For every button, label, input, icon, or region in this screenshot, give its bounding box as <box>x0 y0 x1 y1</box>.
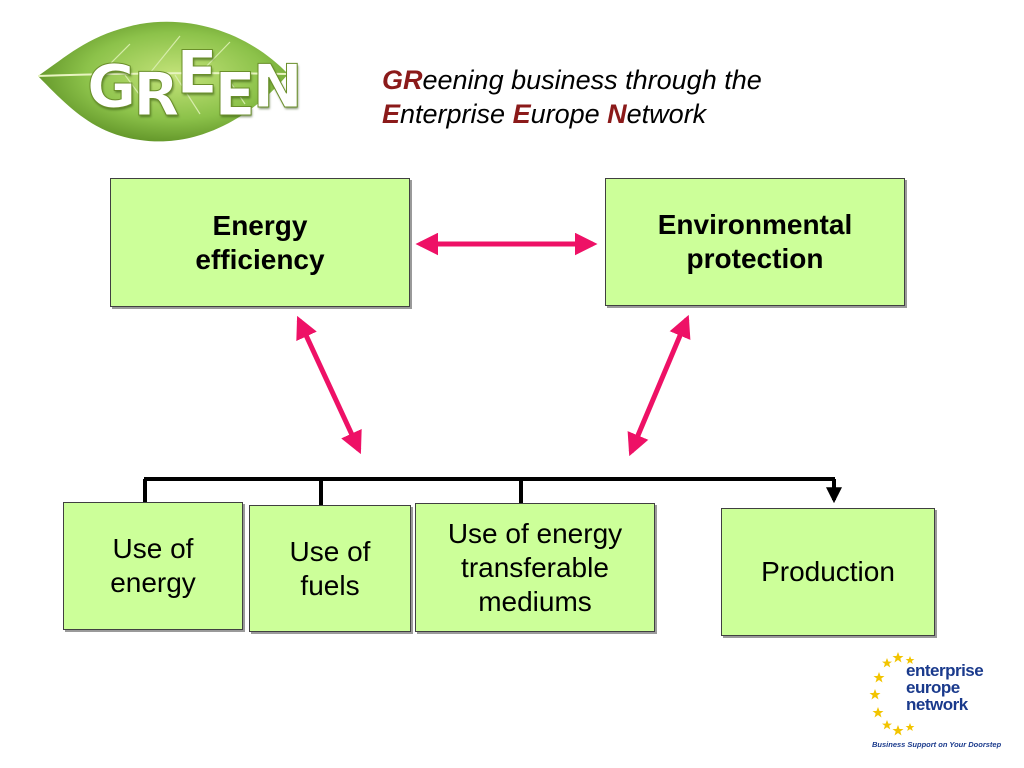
green-logo-text: GREEN <box>86 38 303 131</box>
node-production: Production <box>721 508 935 636</box>
node-transferable-mediums-label: Use of energy transferable mediums <box>447 517 623 617</box>
title-line-1: GReening business through the <box>382 65 762 95</box>
arrow-efficiency-group <box>296 315 362 455</box>
node-transferable-mediums: Use of energy transferable mediums <box>415 503 655 632</box>
node-environmental-protection-label: Environmental protection <box>657 209 853 274</box>
leaf-icon <box>37 21 289 142</box>
node-use-of-fuels-label: Use of fuels <box>289 535 371 601</box>
een-line-3: network <box>906 695 968 714</box>
node-use-of-energy: Use of energy <box>63 502 243 630</box>
page-title: GReening business through the Enterprise… <box>382 63 762 131</box>
enterprise-europe-network-logo: enterprise europe network Business Suppo… <box>868 648 1001 758</box>
een-logo-text: enterprise europe network <box>906 661 984 714</box>
node-energy-efficiency: Energy efficiency <box>110 178 410 307</box>
een-line-2: europe <box>906 678 960 697</box>
bracket-connector <box>143 477 842 505</box>
eu-stars-icon <box>869 652 915 736</box>
arrow-protection-group <box>627 314 691 457</box>
node-use-of-fuels: Use of fuels <box>249 505 411 632</box>
green-logo: GREEN <box>30 14 303 154</box>
node-use-of-energy-label: Use of energy <box>110 533 196 598</box>
node-energy-efficiency-label: Energy efficiency <box>195 209 325 275</box>
een-tagline: Business Support on Your Doorstep <box>872 740 1002 749</box>
node-production-label: Production <box>761 556 895 587</box>
node-environmental-protection: Environmental protection <box>605 178 905 306</box>
title-line-2: Enterprise Europe Network <box>382 99 707 129</box>
een-line-1: enterprise <box>906 661 984 680</box>
